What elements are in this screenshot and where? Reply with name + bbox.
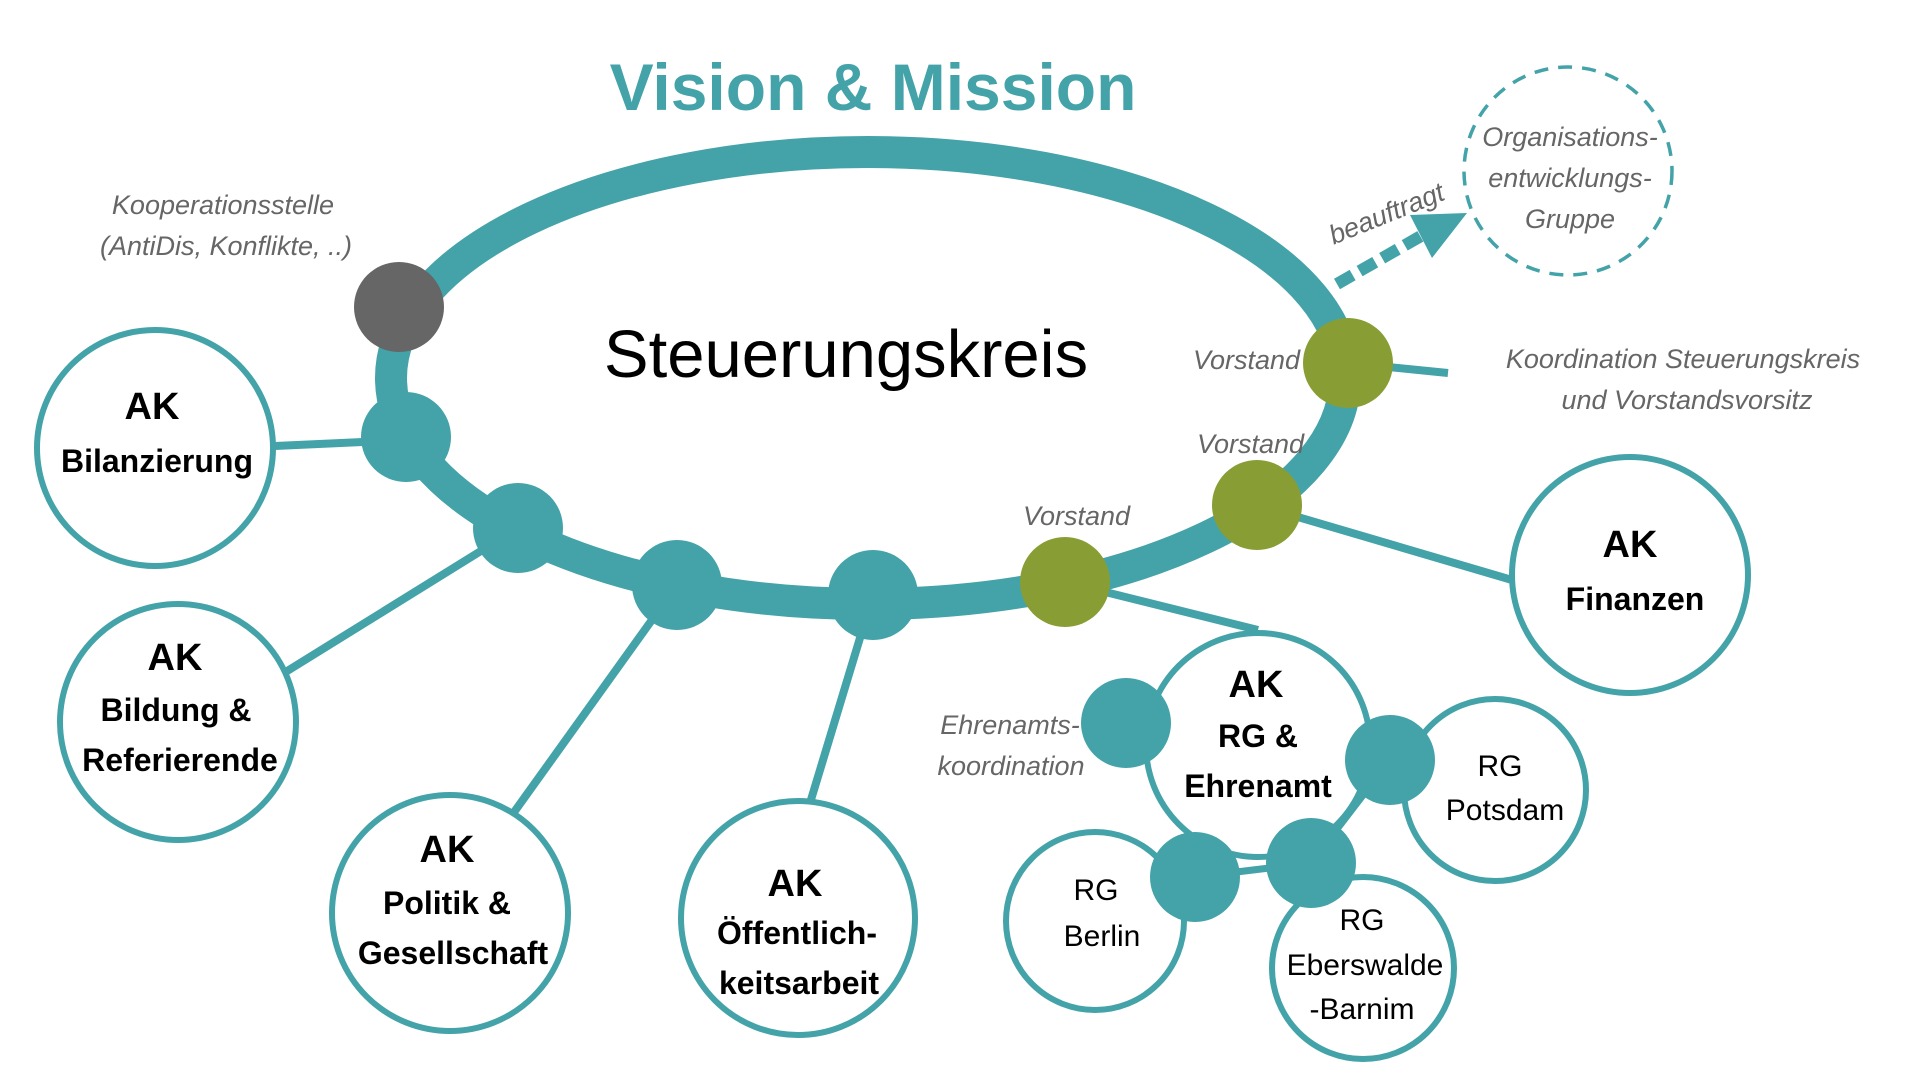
node-politik[interactable] — [632, 540, 722, 630]
oe-group-line3: Gruppe — [1525, 204, 1615, 234]
vorstand-label-2: Vorstand — [1197, 429, 1305, 459]
beauftragt-arrow: beauftragt — [1325, 176, 1467, 290]
node-vorstand-3[interactable] — [1020, 537, 1110, 627]
ak-bilanzierung-name: Bilanzierung — [61, 443, 253, 479]
ak-bilanzierung-circle[interactable] — [34, 327, 276, 569]
rg-berlin-circle[interactable] — [1003, 829, 1187, 1013]
rg-eberswalde-line1: RG — [1340, 904, 1385, 937]
diagram-title: Vision & Mission — [610, 50, 1137, 124]
node-berlin[interactable] — [1150, 832, 1240, 922]
ak-rg-ehrenamt-head: AK — [1229, 664, 1284, 706]
node-vorstand-1[interactable] — [1303, 318, 1393, 408]
ehrenamt-line2: koordination — [937, 751, 1084, 781]
oe-group-line1: Organisations- — [1482, 122, 1658, 152]
rg-potsdam-circle[interactable] — [1401, 696, 1589, 884]
ak-oeffentlichkeit-line2: keitsarbeit — [719, 965, 879, 1001]
node-kooperationsstelle[interactable] — [354, 262, 444, 352]
rg-potsdam-line2: Potsdam — [1446, 794, 1564, 827]
oe-group-circle[interactable] — [1462, 65, 1674, 277]
node-oeffentlichkeit[interactable] — [828, 550, 918, 640]
arrow-shaft — [1334, 226, 1431, 290]
ak-politik-line2: Gesellschaft — [358, 935, 549, 971]
ak-rg-ehrenamt-line2: Ehrenamt — [1184, 768, 1332, 804]
node-eberswalde[interactable] — [1266, 818, 1356, 908]
ak-politik-circle[interactable] — [329, 792, 571, 1034]
ak-bildung[interactable]: AK Bildung & Referierende — [57, 601, 299, 843]
koordination-line1: Koordination Steuerungskreis — [1506, 344, 1860, 374]
ak-oeffentlichkeit[interactable]: AK Öffentlich- keitsarbeit — [678, 798, 918, 1038]
ak-politik[interactable]: AK Politik & Gesellschaft — [329, 792, 571, 1034]
oe-group[interactable]: Organisations- entwicklungs- Gruppe — [1462, 65, 1674, 277]
rg-potsdam[interactable]: RG Potsdam — [1401, 696, 1589, 884]
kooperation-line2: (AntiDis, Konflikte, ..) — [100, 231, 352, 261]
ak-finanzen-head: AK — [1603, 524, 1658, 566]
rg-eberswalde-line3: -Barnim — [1309, 993, 1414, 1026]
ak-rg-ehrenamt[interactable]: AK RG & Ehrenamt — [1143, 630, 1373, 860]
rg-eberswalde-circle[interactable] — [1269, 874, 1457, 1062]
vorstand-label-1: Vorstand — [1193, 345, 1301, 375]
ak-politik-line1: Politik & — [383, 885, 511, 921]
rg-potsdam-line1: RG — [1478, 750, 1523, 783]
ak-bildung-line2: Referierende — [82, 742, 278, 778]
node-ehrenamtskoordination[interactable] — [1081, 678, 1171, 768]
line-politik — [508, 582, 681, 818]
ak-bildung-circle[interactable] — [57, 601, 299, 843]
ak-oeffentlichkeit-line1: Öffentlich- — [717, 915, 877, 951]
annotations: Kooperationsstelle (AntiDis, Konflikte, … — [100, 190, 1860, 781]
ak-bildung-line1: Bildung & — [100, 692, 251, 728]
node-vorstand-2[interactable] — [1212, 460, 1302, 550]
ak-bilanzierung-head: AK — [125, 386, 180, 428]
steuerungskreis-label: Steuerungskreis — [604, 317, 1088, 392]
ring-nodes — [354, 262, 1393, 640]
ak-politik-head: AK — [420, 829, 475, 871]
vorstand-label-3: Vorstand — [1023, 501, 1131, 531]
line-bildung — [281, 524, 521, 677]
ehrenamt-line1: Ehrenamts- — [940, 710, 1080, 740]
ak-finanzen-circle[interactable] — [1509, 454, 1751, 696]
ak-oeffentlichkeit-head: AK — [768, 863, 823, 905]
koordination-line2: und Vorstandsvorsitz — [1561, 385, 1813, 415]
node-bilanzierung[interactable] — [361, 392, 451, 482]
rg-berlin-line2: Berlin — [1064, 920, 1141, 953]
oe-group-line2: entwicklungs- — [1488, 163, 1652, 193]
rg-eberswalde[interactable]: RG Eberswalde -Barnim — [1269, 874, 1457, 1062]
rg-berlin[interactable]: RG Berlin — [1003, 829, 1187, 1013]
ak-bilanzierung[interactable]: AK Bilanzierung — [34, 327, 276, 569]
ak-bildung-head: AK — [148, 637, 203, 679]
arrow-head-icon — [1410, 213, 1467, 258]
rg-eberswalde-line2: Eberswalde — [1287, 949, 1444, 982]
ak-finanzen-name: Finanzen — [1566, 581, 1705, 617]
kooperation-line1: Kooperationsstelle — [112, 190, 334, 220]
ak-oeffentlichkeit-circle[interactable] — [678, 798, 918, 1038]
ak-finanzen[interactable]: AK Finanzen — [1509, 454, 1751, 696]
node-bildung[interactable] — [473, 483, 563, 573]
node-potsdam[interactable] — [1345, 715, 1435, 805]
rg-cluster: RG Berlin RG Potsdam RG Eberswalde -Barn… — [1003, 630, 1589, 1062]
ak-rg-ehrenamt-line1: RG & — [1218, 718, 1298, 754]
rg-berlin-line1: RG — [1074, 874, 1119, 907]
